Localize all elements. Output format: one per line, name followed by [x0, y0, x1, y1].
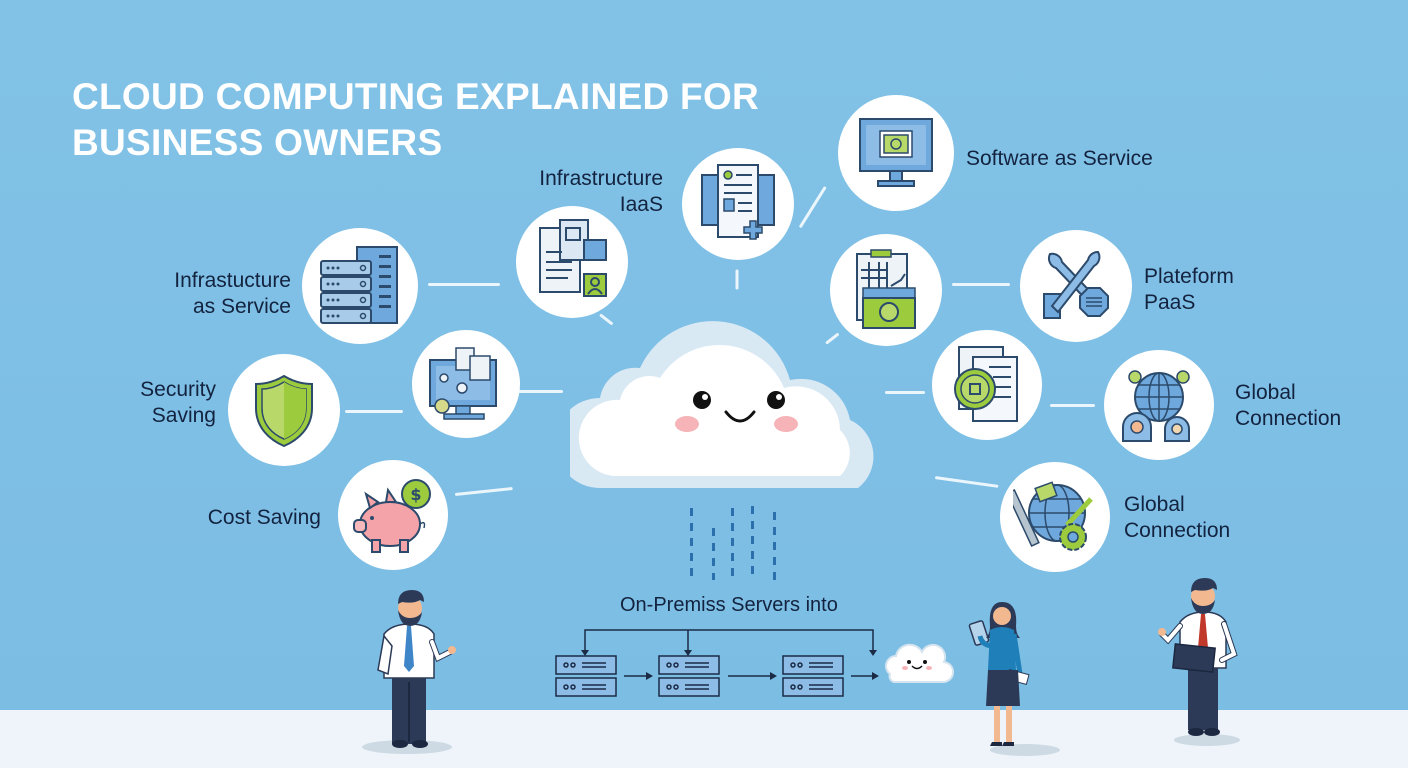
connector-line	[735, 269, 739, 290]
globe-gear-icon	[1013, 481, 1093, 551]
node-files[interactable]	[516, 206, 628, 318]
person-shadow	[990, 744, 1060, 756]
label-line: Connection	[1124, 519, 1231, 542]
migration-title: On-Premiss Servers into	[620, 594, 838, 616]
label-line: Saving	[151, 404, 216, 427]
label-line: PaaS	[1144, 291, 1196, 314]
page-title-line-2: BUSINESS OWNERS	[72, 122, 443, 163]
coin-document-icon	[954, 346, 1018, 422]
node-cost[interactable]: $	[338, 460, 448, 570]
small-cloud-icon	[885, 643, 954, 684]
connector-line	[1050, 404, 1095, 407]
node-iaas-top[interactable]	[682, 148, 794, 260]
cloud-mascot-icon	[555, 321, 874, 488]
svg-text:$: $	[410, 485, 421, 504]
label-line: Connection	[1235, 407, 1342, 430]
page-title-line-1: CLOUD COMPUTING EXPLAINED FOR	[72, 76, 760, 117]
node-monitor-network[interactable]	[412, 330, 520, 438]
label-line: Infrastucture	[174, 269, 291, 292]
label-line: Global	[1124, 493, 1185, 516]
label-line: Security	[140, 378, 216, 401]
label-paas: Plateform PaaS	[1144, 264, 1234, 316]
node-dashboard[interactable]	[830, 234, 942, 346]
node-coin-docs[interactable]	[932, 330, 1042, 440]
rain-dashes	[773, 512, 776, 580]
shield-icon	[255, 374, 313, 448]
label-line: Global	[1235, 381, 1296, 404]
label-line: Software as Service	[966, 147, 1153, 170]
node-iaas-left[interactable]	[302, 228, 418, 344]
rain-dashes	[690, 508, 693, 580]
connector-line	[345, 410, 403, 413]
server-stack-2	[658, 655, 720, 697]
label-line: Cost Saving	[207, 506, 321, 529]
connector-line	[428, 283, 500, 286]
businessman-left-figure	[377, 590, 456, 748]
monitor-icon	[859, 118, 933, 187]
node-paas[interactable]	[1020, 230, 1132, 342]
businessman-laptop-figure	[1158, 578, 1238, 736]
label-global-connection-2: Global Connection	[1124, 492, 1230, 544]
rain-dashes	[751, 506, 754, 580]
piggy-bank-icon: $	[353, 479, 431, 553]
server-rack-icon	[320, 246, 398, 324]
person-shadow	[362, 740, 452, 754]
document-icon	[701, 164, 775, 240]
connector-line	[952, 283, 1010, 286]
node-global-connection-2[interactable]	[1000, 462, 1110, 572]
person-shadow	[1174, 734, 1240, 746]
node-global-connection-1[interactable]	[1104, 350, 1214, 460]
node-saas[interactable]	[838, 95, 954, 211]
rain-dashes	[712, 528, 715, 580]
label-line: IaaS	[619, 193, 663, 216]
wrench-tools-icon	[1043, 250, 1109, 319]
label-line: Plateform	[1144, 265, 1234, 288]
page-title: CLOUD COMPUTING EXPLAINED FOR BUSINESS O…	[72, 74, 759, 166]
label-security-saving: Security Saving	[110, 377, 216, 429]
central-cloud	[555, 300, 890, 500]
globe-people-icon	[1122, 370, 1190, 442]
node-security[interactable]	[228, 354, 340, 466]
connector-line	[518, 390, 563, 393]
monitor-network-icon	[429, 347, 497, 420]
rain-dashes	[731, 508, 734, 580]
label-iaas-left: Infrastucture as Service	[148, 268, 291, 320]
label-cost-saving: Cost Saving	[180, 505, 321, 531]
businesswoman-figure	[968, 602, 1030, 746]
files-icon	[539, 219, 607, 297]
migration-diagram	[555, 629, 954, 697]
floor	[0, 710, 1408, 768]
label-global-connection-1: Global Connection	[1235, 380, 1341, 432]
label-saas: Software as Service	[966, 146, 1153, 172]
connector-line	[885, 391, 925, 394]
label-line: Infrastructure	[539, 167, 663, 190]
dashboard-chart-icon	[856, 249, 916, 329]
server-stack-1	[555, 655, 617, 697]
label-line: as Service	[192, 295, 291, 318]
label-iaas-top: Infrastructure IaaS	[516, 166, 663, 218]
server-stack-3	[782, 655, 844, 697]
